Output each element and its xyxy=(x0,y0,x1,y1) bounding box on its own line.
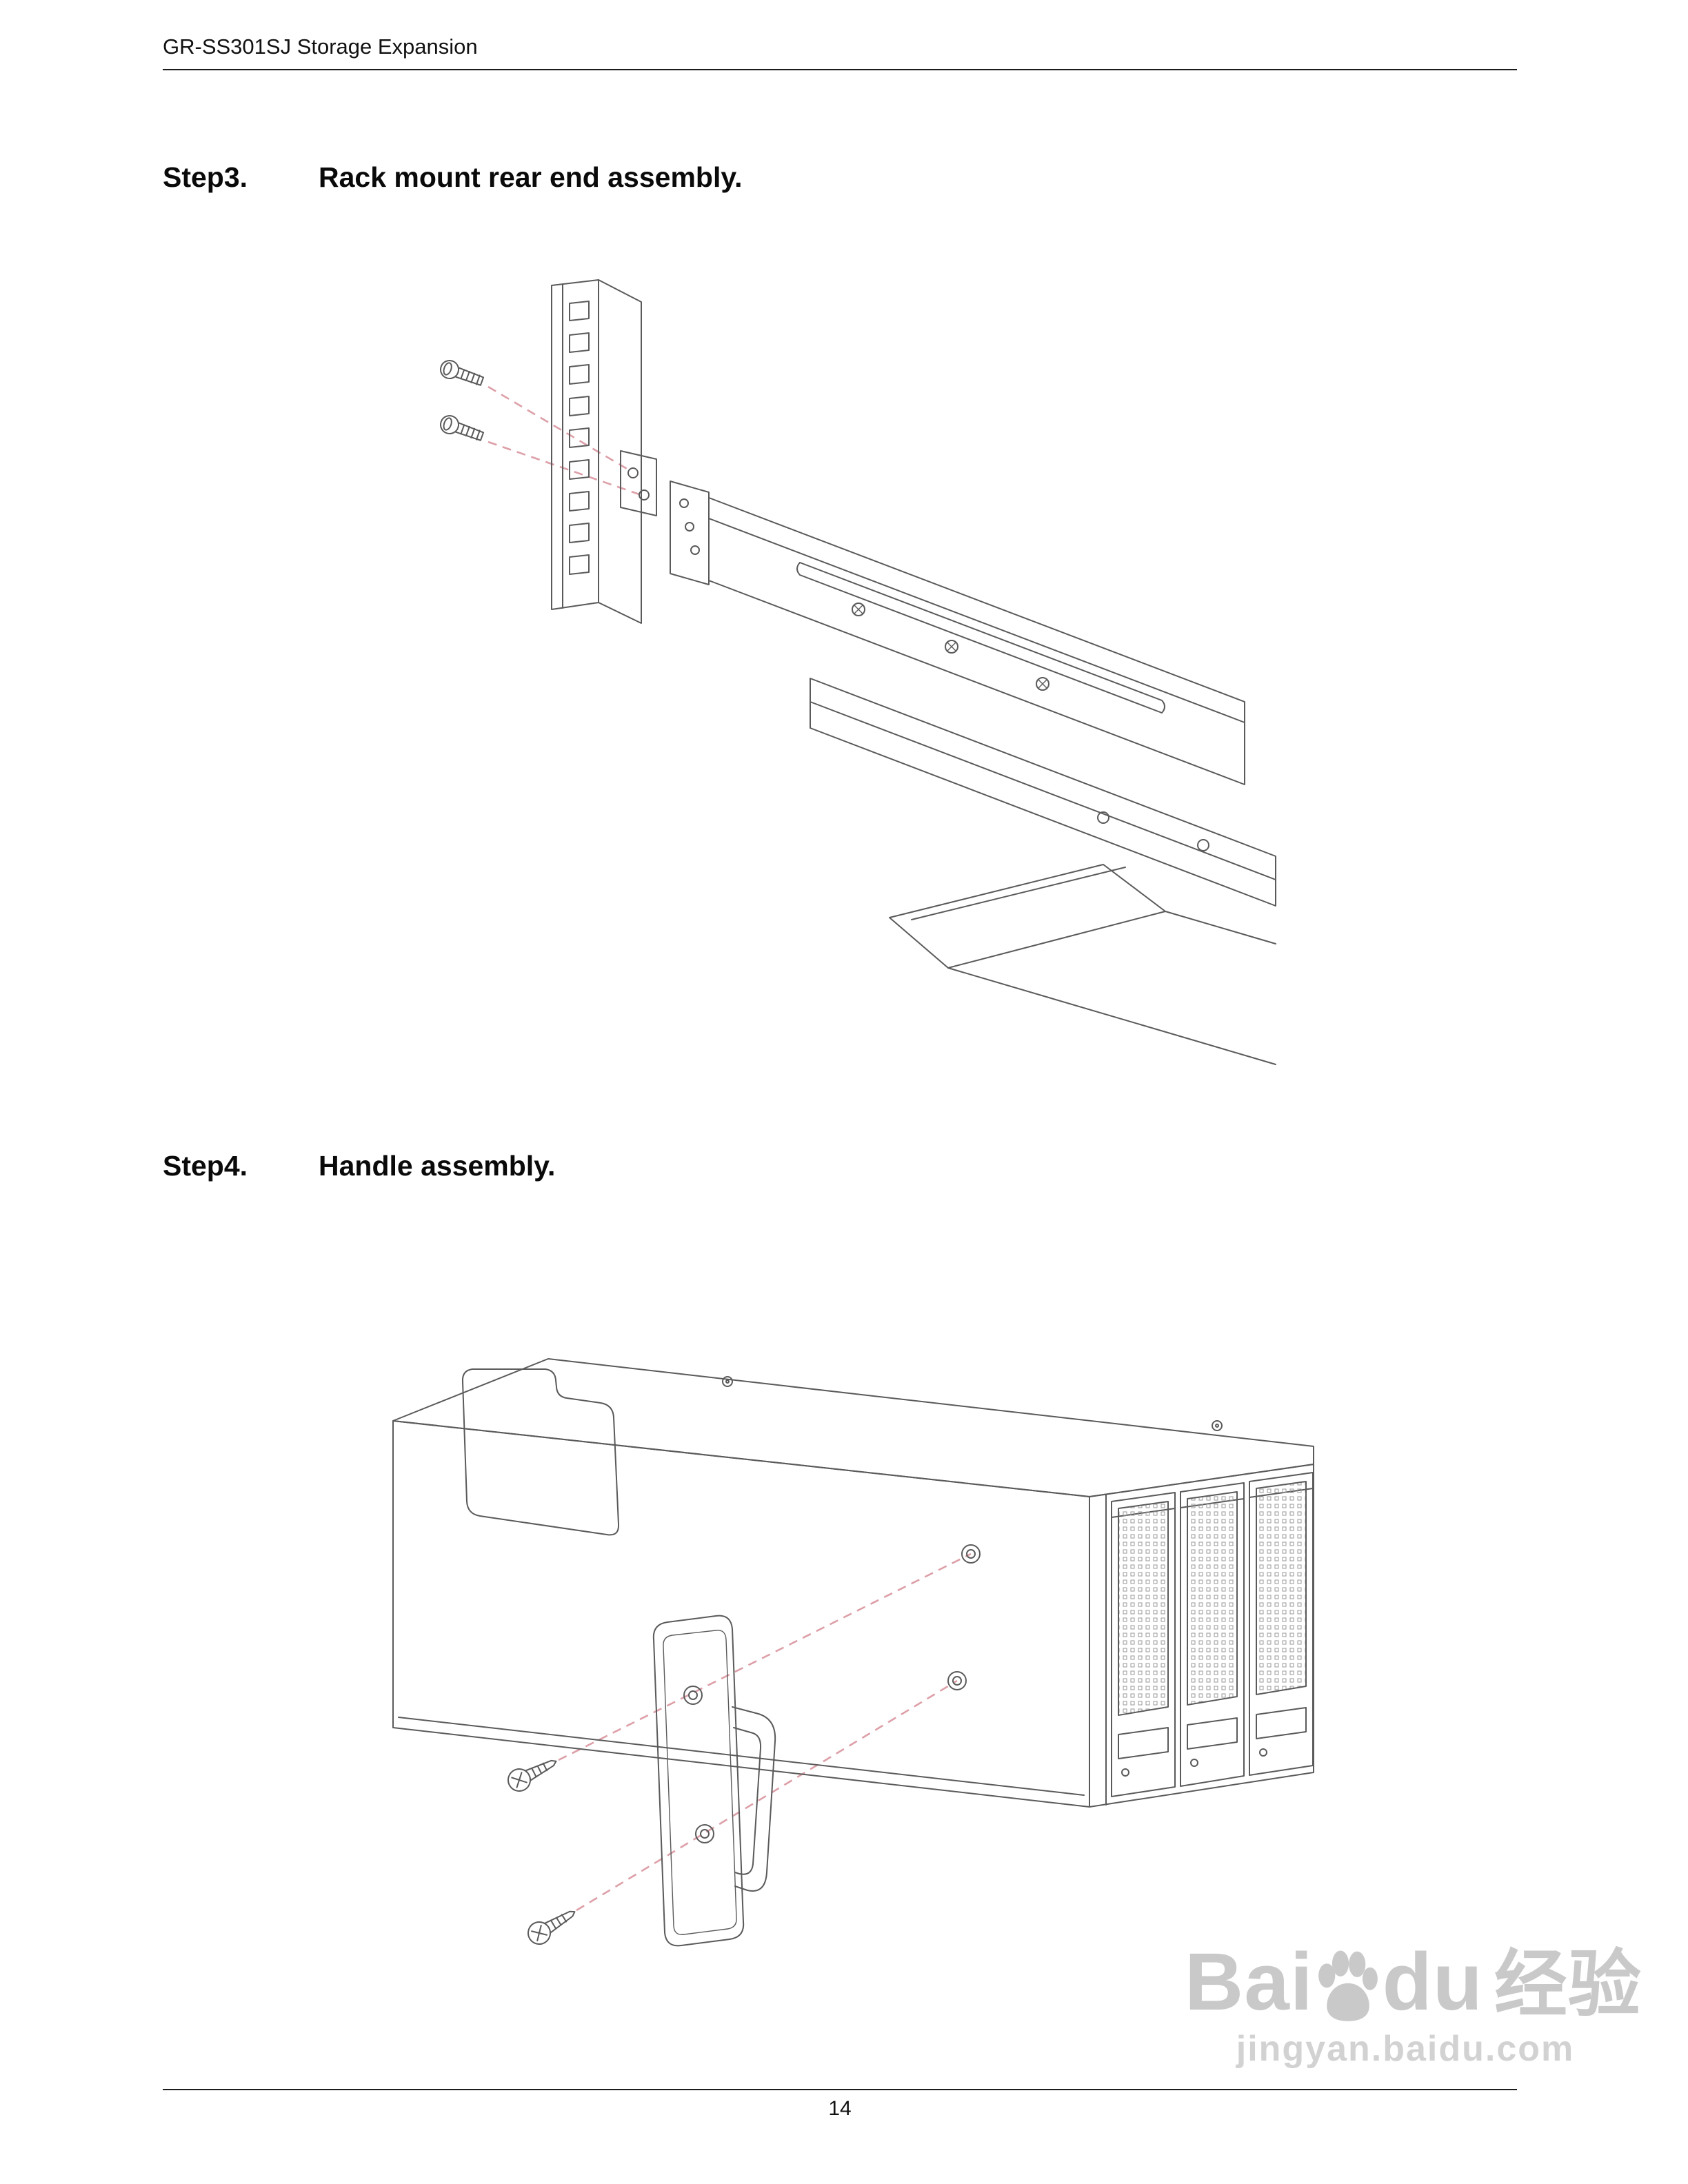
drive-tray xyxy=(1249,1472,1314,1776)
rack-post xyxy=(551,279,642,624)
rack-rail-illustration xyxy=(440,279,1276,1065)
mount-bracket xyxy=(620,450,710,585)
step4-label: Step4. xyxy=(163,1150,248,1182)
page-number: 14 xyxy=(828,2097,852,2120)
guide-lines xyxy=(488,385,642,496)
watermark-url: jingyan.baidu.com xyxy=(1236,2029,1575,2069)
step3-label: Step3. xyxy=(163,161,248,193)
watermark-suffix: 经验 xyxy=(1494,1943,1642,2025)
handle-assembly-illustration xyxy=(392,1358,1314,1947)
step3-title: Rack mount rear end assembly. xyxy=(319,161,743,193)
screw-illustration xyxy=(440,415,485,441)
screw-illustration xyxy=(508,1759,557,1792)
watermark-brand-left: Bai xyxy=(1185,1937,1314,2028)
drive-tray xyxy=(1180,1482,1245,1787)
document-header-title: GR-SS301SJ Storage Expansion xyxy=(163,34,478,59)
baidu-paw-icon xyxy=(1318,1950,1378,2021)
baidu-watermark: Bai du 经验 jingyan.baidu.com xyxy=(1185,1941,1667,2070)
rack-rail-diagram xyxy=(414,273,1283,1073)
watermark-brand-right: du xyxy=(1382,1937,1483,2028)
handle-bracket xyxy=(652,1615,745,1947)
guide-lines xyxy=(558,1553,972,1912)
step3-heading: Step3. Rack mount rear end assembly. xyxy=(163,161,742,194)
screw-illustration xyxy=(528,1910,576,1945)
drive-tray xyxy=(1111,1492,1176,1797)
step4-heading: Step4. Handle assembly. xyxy=(163,1150,555,1182)
standoff-screws xyxy=(947,1544,981,1690)
base-plate xyxy=(889,864,1276,1065)
footer-divider xyxy=(163,2089,1517,2090)
step4-title: Handle assembly. xyxy=(319,1150,556,1182)
handle-grip xyxy=(732,1706,776,1892)
slide-rail xyxy=(708,497,1276,907)
chassis xyxy=(392,1358,1314,1808)
header-divider xyxy=(163,69,1517,70)
screw-illustration xyxy=(440,360,485,386)
watermark-brand: Bai du 经验 xyxy=(1185,1941,1667,2023)
handle-assembly-diagram xyxy=(386,1321,1324,1996)
